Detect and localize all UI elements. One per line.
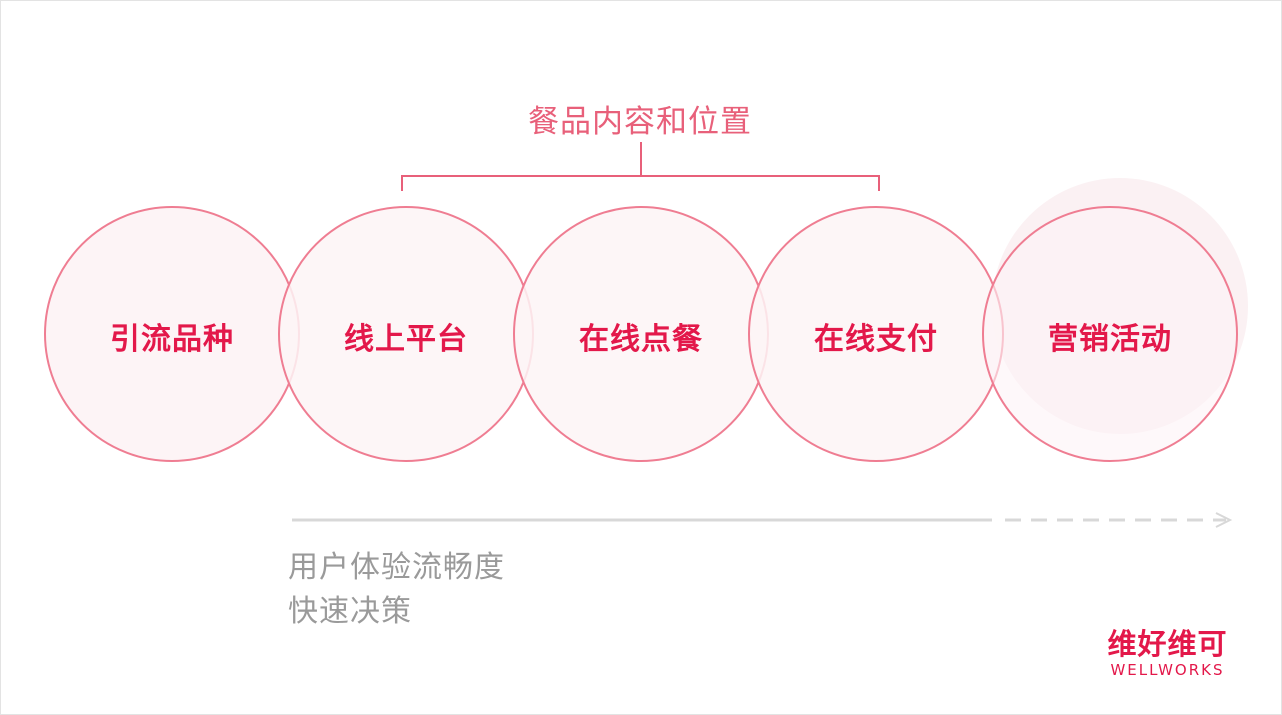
circle-label-3: 在线点餐: [579, 322, 703, 357]
flow-label-2: 快速决策: [288, 594, 412, 629]
circle-label-1: 引流品种: [110, 322, 234, 357]
brand-logo: 维好维可 WELLWORKS: [1090, 628, 1245, 680]
circle-5: [982, 206, 1238, 462]
flow-label-1: 用户体验流畅度: [288, 550, 505, 585]
top-bracket: [401, 142, 880, 191]
bracket-label: 餐品内容和位置: [528, 104, 752, 140]
brand-name-cn: 维好维可: [1107, 627, 1228, 661]
circle-label-5: 营销活动: [1048, 322, 1172, 357]
brand-name-en: WELLWORKS: [1110, 661, 1225, 679]
flow-arrow: [292, 512, 1233, 528]
circle-label-4: 在线支付: [814, 322, 938, 357]
circle-label-2: 线上平台: [344, 322, 468, 357]
